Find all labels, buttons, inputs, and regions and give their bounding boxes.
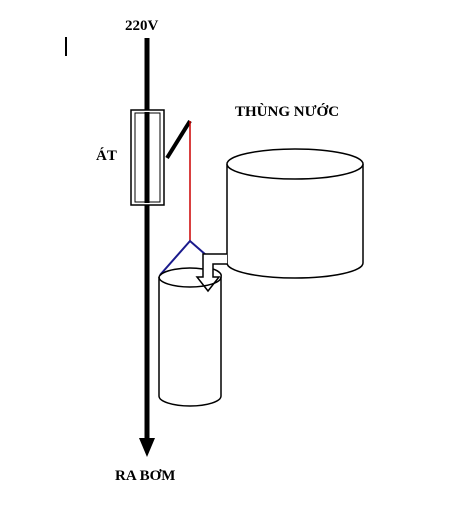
supply-label: 220V [125,18,159,34]
float-cylinder [158,267,222,407]
breaker-label: ÁT [96,147,117,164]
tank-outlet-pipe [195,253,227,293]
output-label: RA BƠM [115,468,175,484]
breaker-switch [130,109,165,206]
tank-label: THÙNG NƯỚC [235,103,339,120]
water-tank [226,148,364,279]
output-arrow-head [139,438,155,457]
breaker-lever [165,119,192,160]
